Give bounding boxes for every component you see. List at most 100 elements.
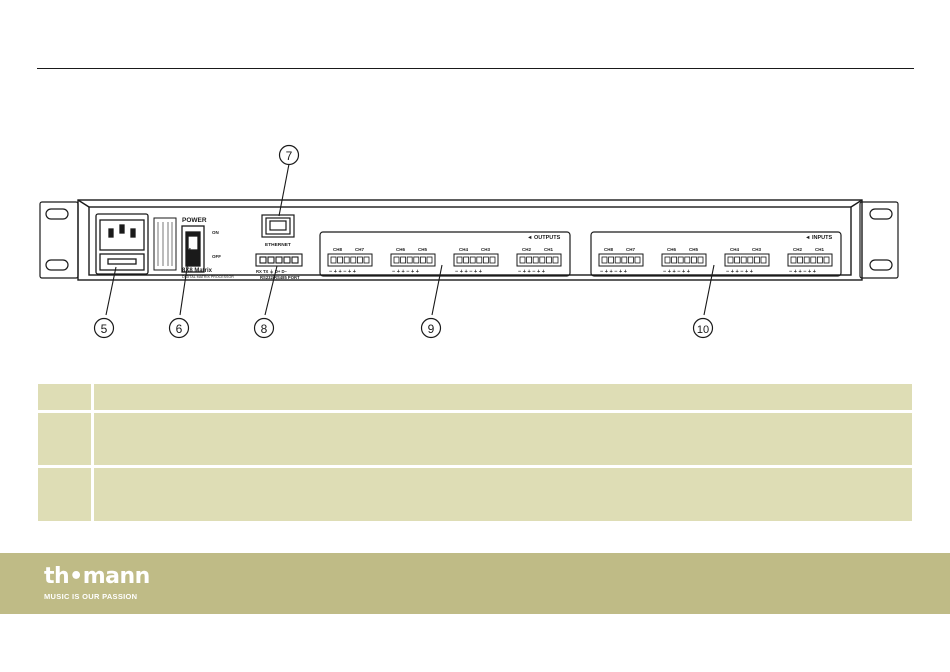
output-channel-label: CH1	[544, 247, 553, 252]
rack-ear-right	[859, 201, 899, 279]
output-terminal-slot	[413, 256, 420, 264]
callout-9-number: 9	[428, 322, 435, 336]
input-terminal-slot	[697, 256, 704, 264]
input-terminal-slot	[734, 256, 740, 264]
input-terminal-group-1: CH8 CH7 − + + − + +	[598, 247, 644, 275]
output-terminal-slot	[419, 256, 426, 264]
model-name: 8X8 Matrix	[182, 268, 213, 274]
output-channel-label: CH8	[333, 247, 342, 252]
input-channel-label: CH8	[604, 247, 613, 252]
output-terminal-slot	[400, 256, 407, 264]
output-terminal-slot	[539, 256, 546, 264]
inputs-label: ◄ INPUTS	[805, 235, 832, 241]
output-terminal-slot	[489, 256, 496, 264]
input-terminal-slot	[817, 256, 823, 264]
output-terminal-group-2: CH6 CH5 − + + − + +	[390, 247, 436, 275]
outputs-label: ◄ OUTPUTS	[527, 235, 561, 241]
input-terminal-block	[661, 253, 707, 267]
power-inlet	[95, 213, 149, 275]
input-channel-label: CH3	[752, 247, 761, 252]
input-terminal-slot	[664, 256, 671, 264]
brand-wordmark: th•mann	[44, 564, 150, 589]
output-terminal-slot	[546, 256, 552, 264]
input-terminal-slot	[628, 256, 634, 264]
rating-label	[153, 217, 177, 271]
input-terminal-slot	[810, 256, 817, 264]
output-terminal-slot	[337, 256, 344, 264]
output-terminal-block	[327, 253, 373, 267]
output-terminal-slot	[526, 256, 532, 264]
input-channel-label: CH5	[689, 247, 698, 252]
input-terminal-polarity: − + + − + +	[600, 269, 627, 275]
chassis	[77, 199, 863, 281]
table-cell	[38, 413, 91, 465]
input-terminal-slot	[747, 256, 754, 264]
output-terminal-polarity: − + + − + +	[455, 269, 482, 275]
input-terminal-block	[787, 253, 833, 267]
input-channel-label: CH7	[626, 247, 635, 252]
output-terminal-slot	[343, 256, 350, 264]
callout-5	[93, 317, 115, 339]
output-terminal-slot	[406, 256, 413, 264]
input-channel-label: CH6	[667, 247, 676, 252]
table-cell	[94, 384, 912, 410]
input-channel-label: CH1	[815, 247, 824, 252]
input-terminal-polarity: − + + − + +	[726, 269, 753, 275]
power-switch	[181, 225, 205, 273]
output-terminal-polarity: − + + − + +	[518, 269, 545, 275]
output-terminal-block	[390, 253, 436, 267]
input-terminal-slot	[608, 256, 614, 264]
top-rule	[37, 68, 914, 69]
output-terminal-slot	[532, 256, 539, 264]
output-channel-label: CH6	[396, 247, 405, 252]
input-terminal-slot	[797, 256, 803, 264]
input-terminal-slot	[803, 256, 810, 264]
output-terminal-slot	[356, 256, 363, 264]
output-terminal-slot	[463, 256, 470, 264]
input-terminal-slot	[677, 256, 684, 264]
input-terminal-slot	[671, 256, 677, 264]
input-terminal-polarity: − + + − + +	[789, 269, 816, 275]
device-rear-panel-diagram: POWER ON OFF 8X8 Matrix DIGITAL MATRIX P…	[39, 144, 899, 339]
output-terminal-slot	[393, 256, 400, 264]
callout-6-number: 6	[176, 322, 183, 336]
output-terminal-slot	[363, 256, 370, 264]
table-cell	[38, 468, 91, 521]
table-row	[38, 413, 912, 465]
input-terminal-slot	[614, 256, 621, 264]
table-cell	[94, 468, 912, 521]
on-label: ON	[212, 230, 219, 235]
input-channel-label: CH4	[730, 247, 739, 252]
output-terminal-slot	[330, 256, 337, 264]
rs-pins-label: RX TX ⏚ D+ D−	[256, 268, 288, 275]
brand-logo: th•mann MUSIC IS OUR PASSION	[44, 564, 150, 602]
input-terminal-slot	[823, 256, 830, 264]
output-terminal-slot	[552, 256, 559, 264]
input-terminal-block	[724, 253, 770, 267]
callout-6	[168, 317, 190, 339]
output-terminal-polarity: − + + − + +	[392, 269, 419, 275]
output-terminal-slot	[426, 256, 433, 264]
output-terminal-block	[453, 253, 499, 267]
input-channel-label: CH2	[793, 247, 802, 252]
ethernet-label: ETHERNET	[265, 242, 291, 248]
rs-port-label: RS232/RS485 PORT	[260, 275, 300, 280]
input-terminal-slot	[790, 256, 797, 264]
output-terminal-slot	[350, 256, 357, 264]
rack-ear-left	[39, 201, 79, 279]
output-terminal-slot	[482, 256, 489, 264]
output-terminal-polarity: − + + − + +	[329, 269, 356, 275]
callout-lines	[105, 163, 715, 316]
input-terminal-slot	[760, 256, 767, 264]
output-channel-label: CH4	[459, 247, 468, 252]
model-subtitle: DIGITAL MATRIX PROCESSOR	[182, 275, 234, 279]
output-channel-label: CH5	[418, 247, 427, 252]
callout-10	[692, 317, 714, 339]
output-terminal-slot	[469, 256, 476, 264]
table-row	[38, 384, 912, 410]
callout-7-number: 7	[286, 149, 293, 163]
power-label: POWER	[182, 217, 207, 224]
